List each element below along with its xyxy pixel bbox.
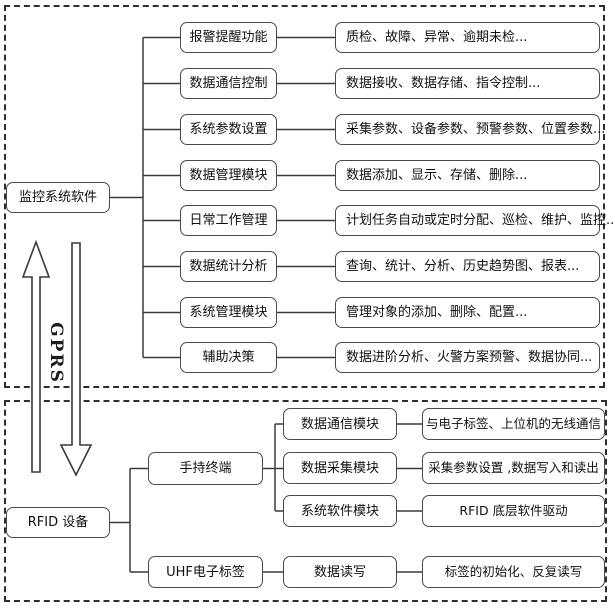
handheld-terminal-node: 手持终端 [148, 452, 263, 485]
top-module-2: 系统参数设置 [180, 114, 277, 145]
top-module-6: 系统管理模块 [180, 297, 277, 328]
top-detail-4: 计划任务自动或定时分配、巡检、维护、监控... [335, 205, 615, 236]
top-detail-6: 管理对象的添加、删除、配置... [335, 297, 600, 328]
top-detail-2: 采集参数、设备参数、预警参数、位置参数... [335, 114, 605, 145]
rfid-device-node: RFID 设备 [6, 507, 110, 538]
top-module-0: 报警提醒功能 [180, 22, 277, 53]
tag-module-0: 数据读写 [283, 556, 397, 588]
top-detail-3: 数据添加、显示、存储、删除... [335, 160, 600, 191]
tag-detail-0: 标签的初始化、反复读写 [422, 556, 605, 588]
top-detail-0: 质检、故障、异常、逾期未检... [335, 22, 600, 53]
top-detail-1: 数据接收、数据存储、指令控制... [335, 68, 600, 99]
top-detail-5: 查询、统计、分析、历史趋势图、报表... [335, 251, 600, 282]
gprs-label: GPRS [46, 322, 66, 384]
top-module-4: 日常工作管理 [180, 205, 277, 236]
handheld-module-2: 系统软件模块 [283, 495, 397, 527]
handheld-detail-2: RFID 底层软件驱动 [422, 495, 605, 527]
top-module-5: 数据统计分析 [180, 251, 277, 282]
top-module-1: 数据通信控制 [180, 68, 277, 99]
handheld-detail-1: 采集参数设置 ,数据写入和读出 [422, 452, 605, 484]
handheld-module-1: 数据采集模块 [283, 452, 397, 484]
top-module-7: 辅助决策 [180, 342, 277, 373]
monitor-software-node: 监控系统软件 [6, 182, 110, 213]
software-section-frame [4, 5, 605, 388]
rfid-section-frame [4, 400, 607, 602]
top-module-3: 数据管理模块 [180, 160, 277, 191]
handheld-module-0: 数据通信模块 [283, 408, 397, 440]
top-detail-7: 数据进阶分析、火警方案预警、数据协同... [335, 342, 600, 373]
uhf-tag-node: UHF电子标签 [148, 556, 263, 588]
handheld-detail-0: 与电子标签、上位机的无线通信 [422, 408, 605, 440]
